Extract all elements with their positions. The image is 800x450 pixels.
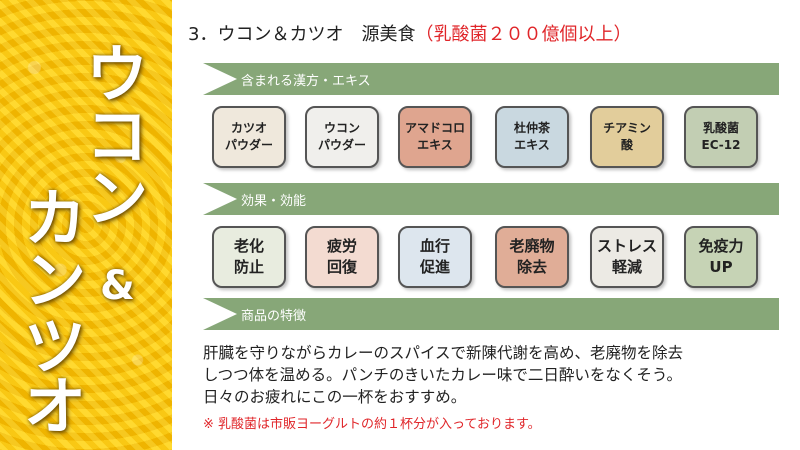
card-line: チアミン (603, 121, 651, 135)
card-line: 酸 (620, 138, 633, 152)
effect-card: 血行促進 (398, 226, 472, 288)
card-line: 血行 (419, 237, 450, 255)
section-bar-effects: 効果・効能 (203, 183, 779, 215)
title-main: 3．ウコン＆カツオ 源美食 (188, 24, 416, 45)
footnote: ※ 乳酸菌は市販ヨーグルトの約１杯分が入っております。 (203, 417, 541, 432)
section-bar-ingredients: 含まれる漢方・エキス (203, 63, 779, 95)
card-line: UP (709, 258, 733, 276)
ingredient-card: カツオパウダー (212, 106, 286, 168)
effect-card: 免疫力 UP (684, 226, 758, 288)
card-line: 防止 (233, 258, 264, 276)
card-line: ストレス (596, 237, 657, 255)
card-line: 杜仲茶 (513, 121, 550, 135)
card-line: アマドコロ (404, 121, 465, 135)
card-line: パウダー (317, 138, 366, 152)
card-line: 促進 (419, 258, 450, 276)
ingredient-card: 杜仲茶エキス (495, 106, 569, 168)
decorative-band (0, 0, 172, 450)
card-line: 疲労 (326, 237, 357, 255)
card-line: 老廃物 (509, 237, 555, 255)
card-line: 除去 (516, 258, 547, 276)
title-char: ツ (24, 310, 87, 383)
ingredient-card: 乳酸菌 EC-12 (684, 106, 758, 168)
effect-card: 老化防止 (212, 226, 286, 288)
section-label: 含まれる漢方・エキス (241, 74, 371, 89)
ingredient-card: ウコンパウダー (305, 106, 379, 168)
title-char: ン (24, 244, 87, 317)
effect-card: 疲労回復 (305, 226, 379, 288)
effect-card: 老廃物除去 (495, 226, 569, 288)
ampersand: & (100, 263, 135, 309)
title-char: オ (24, 370, 87, 443)
card-line: カツオ (230, 121, 267, 135)
card-line: 免疫力 (698, 237, 744, 255)
description-line: 日々のお疲れにこの一杯をおすすめ。 (203, 388, 467, 406)
description-line: しつつ体を温める。パンチのきいたカレー味で二日酔いをなくそう。 (203, 366, 682, 384)
chevron-arrow-icon (203, 63, 237, 95)
page-title: 3．ウコン＆カツオ 源美食（乳酸菌２００億個以上） (188, 20, 631, 46)
title-char: ン (86, 162, 149, 235)
chevron-arrow-icon (203, 298, 237, 330)
ingredient-card: チアミン酸 (590, 106, 664, 168)
title-char: ウ (86, 38, 149, 111)
section-bar-features: 商品の特徴 (203, 298, 779, 330)
section-label: 商品の特徴 (241, 309, 307, 324)
ingredient-card: アマドコロエキス (398, 106, 472, 168)
title-char: カ (24, 182, 87, 255)
card-line: 軽減 (611, 258, 642, 276)
card-line: エキス (514, 138, 550, 152)
title-char: コ (86, 100, 149, 173)
card-line: エキス (417, 138, 453, 152)
card-line: パウダー (224, 138, 273, 152)
chevron-arrow-icon (203, 183, 237, 215)
effect-card: ストレス軽減 (590, 226, 664, 288)
product-description: 肝臓を守りながらカレーのスパイスで新陳代謝を高め、老廃物を除去 しつつ体を温める… (203, 342, 783, 408)
title-accent: （乳酸菌２００億個以上） (415, 24, 632, 45)
description-line: 肝臓を守りながらカレーのスパイスで新陳代謝を高め、老廃物を除去 (203, 344, 684, 362)
card-line: 乳酸菌 (702, 121, 739, 135)
card-line: EC-12 (701, 138, 741, 152)
card-line: ウコン (323, 121, 360, 135)
card-line: 回復 (326, 258, 357, 276)
card-line: 老化 (233, 237, 264, 255)
section-label: 効果・効能 (241, 194, 307, 209)
